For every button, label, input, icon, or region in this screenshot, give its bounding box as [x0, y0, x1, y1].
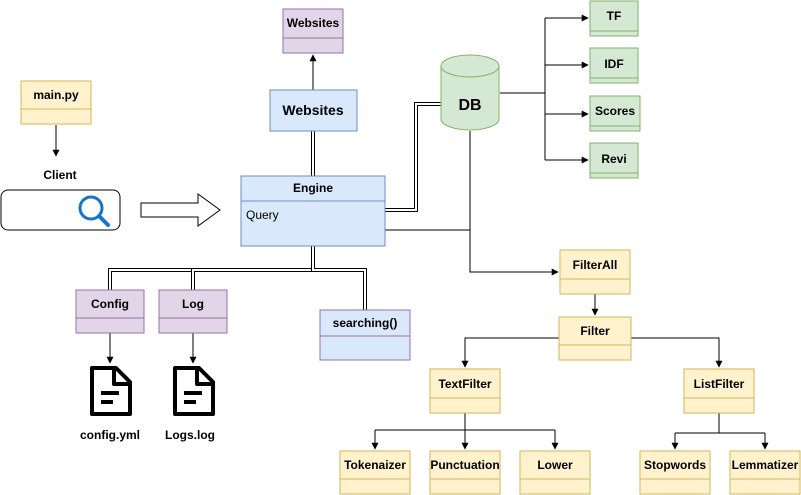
- node-lemmatizer[interactable]: Lemmatizer: [729, 450, 801, 495]
- client-label: Client: [43, 168, 76, 182]
- connector-engine-filterall: [469, 230, 559, 276]
- scores-label: Scores: [595, 104, 635, 118]
- node-filter[interactable]: Filter: [558, 316, 632, 361]
- websites-top-label: Websites: [287, 16, 340, 30]
- node-punctuation[interactable]: Punctuation: [429, 450, 501, 495]
- node-tf[interactable]: TF: [589, 0, 639, 37]
- main-py-label: main.py: [33, 88, 79, 102]
- engine-label: Engine: [293, 181, 333, 195]
- connector-db-outputs: [500, 14, 589, 164]
- connector-db-engine: [385, 131, 471, 231]
- filter-label: Filter: [580, 324, 610, 338]
- tokenaizer-label: Tokenaizer: [344, 458, 406, 472]
- node-searching[interactable]: searching(): [319, 309, 411, 361]
- node-filterall[interactable]: FilterAll: [559, 249, 631, 295]
- stopwords-label: Stopwords: [644, 458, 706, 472]
- node-idf[interactable]: IDF: [589, 47, 639, 84]
- node-websites[interactable]: Websites: [269, 89, 358, 132]
- config-label: Config: [91, 297, 129, 311]
- node-stopwords[interactable]: Stopwords: [639, 450, 711, 495]
- node-main-py[interactable]: main.py: [20, 80, 92, 125]
- lemmatizer-label: Lemmatizer: [732, 458, 799, 472]
- node-db[interactable]: DB: [440, 54, 500, 131]
- document-icon: [173, 366, 215, 416]
- listfilter-label: ListFilter: [694, 377, 745, 391]
- node-scores[interactable]: Scores: [589, 95, 641, 132]
- idf-label: IDF: [604, 57, 623, 71]
- node-textfilter[interactable]: TextFilter: [429, 368, 501, 414]
- tf-label: TF: [607, 9, 622, 23]
- node-config[interactable]: Config: [75, 289, 145, 334]
- connector-listfilter-children: [671, 413, 769, 450]
- engine-query-label: Query: [246, 208, 279, 222]
- connector-engine-modules: [108, 246, 367, 310]
- node-revi[interactable]: Revi: [589, 142, 639, 179]
- punctuation-label: Punctuation: [430, 458, 499, 472]
- document-icon: [90, 366, 132, 416]
- connector-engine-db: [385, 102, 442, 212]
- node-engine[interactable]: Engine Query: [240, 175, 386, 247]
- websites-label: Websites: [282, 102, 343, 118]
- config-file-label: config.yml: [80, 428, 140, 442]
- log-label: Log: [182, 297, 204, 311]
- node-tokenaizer[interactable]: Tokenaizer: [339, 450, 411, 495]
- node-listfilter[interactable]: ListFilter: [683, 368, 755, 414]
- node-lower[interactable]: Lower: [519, 450, 591, 495]
- lower-label: Lower: [537, 458, 573, 472]
- block-arrow-icon: [140, 193, 221, 227]
- client-search-box[interactable]: [0, 189, 121, 231]
- node-websites-top[interactable]: Websites: [282, 8, 344, 54]
- revi-label: Revi: [601, 152, 626, 166]
- node-log[interactable]: Log: [158, 289, 228, 334]
- log-file-label: Logs.log: [165, 428, 215, 442]
- textfilter-label: TextFilter: [438, 377, 491, 391]
- search-icon: [78, 195, 110, 227]
- filterall-label: FilterAll: [573, 258, 618, 272]
- searching-label: searching(): [333, 316, 398, 330]
- connector-textfilter-children: [371, 413, 559, 450]
- db-label: DB: [458, 97, 481, 114]
- connector-filter-children: [461, 337, 723, 368]
